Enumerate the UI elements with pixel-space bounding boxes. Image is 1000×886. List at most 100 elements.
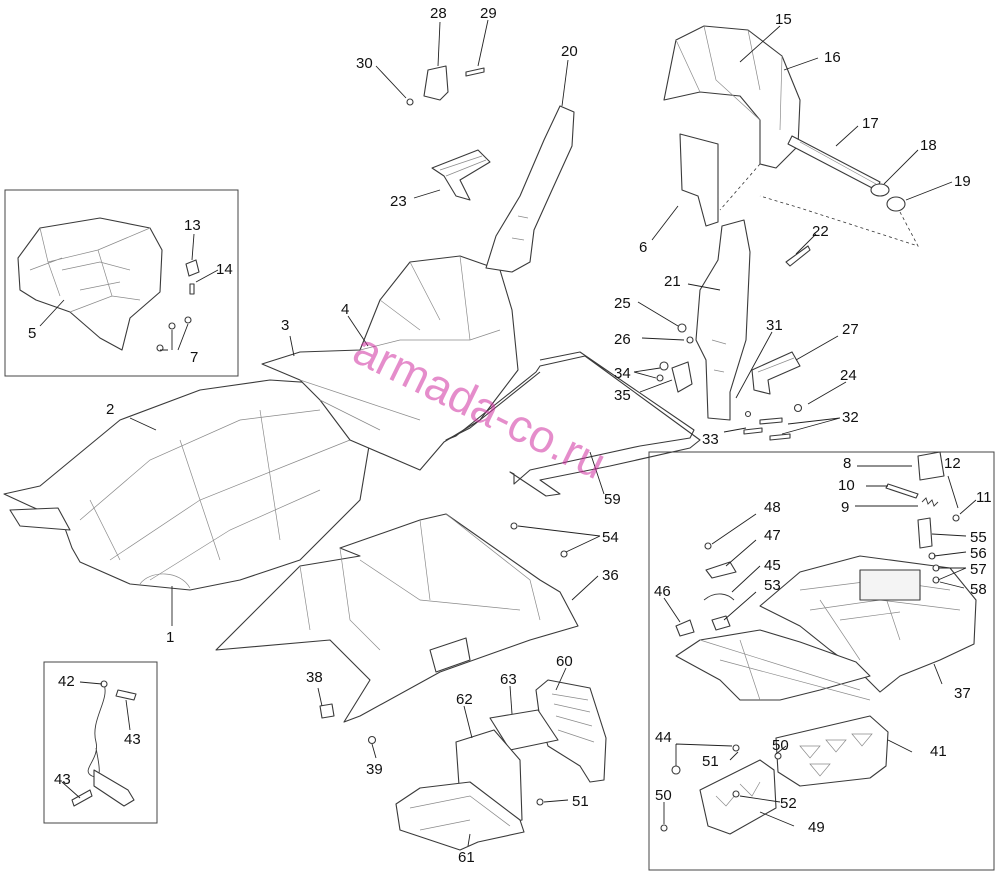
handle-27 (751, 351, 801, 395)
part-label-62: 62 (456, 691, 473, 708)
tray-61 (395, 781, 525, 851)
bolts-32-33 (743, 410, 791, 441)
part-label-60: 60 (556, 653, 573, 670)
part-label-29: 29 (480, 5, 497, 22)
handle-23 (431, 149, 491, 201)
passenger-seat (261, 255, 519, 471)
fastener-13 (185, 259, 200, 277)
part-label-27: 27 (842, 321, 859, 338)
part-label-10: 10 (838, 477, 855, 494)
inset-box-cable (43, 661, 158, 824)
washer-18 (870, 183, 890, 197)
part-label-18: 18 (920, 137, 937, 154)
part-label-31: 31 (766, 317, 783, 334)
dashed-guide-17 (719, 163, 919, 247)
part-label-36: 36 (602, 567, 619, 584)
part-label-50: 50 (655, 787, 672, 804)
part-label-58: 58 (970, 581, 987, 598)
part-label-3: 3 (281, 317, 289, 334)
part-label-20: 20 (561, 43, 578, 60)
part-label-52: 52 (780, 795, 797, 812)
part-47 (705, 561, 737, 579)
inset-box-storage-tray (4, 189, 239, 377)
part-label-13: 13 (184, 217, 201, 234)
pin-29 (465, 67, 485, 77)
part-label-35: 35 (614, 387, 631, 404)
seat-base-37 (759, 555, 977, 693)
storage-tray-part (17, 217, 163, 351)
hinge-8 (917, 451, 945, 481)
part-label-45: 45 (764, 557, 781, 574)
part-label-46: 46 (654, 583, 671, 600)
part-label-22: 22 (812, 223, 829, 240)
screw-51a (536, 798, 544, 806)
part-label-11: 11 (976, 489, 992, 506)
part-label-47: 47 (764, 527, 781, 544)
parts-56-58 (928, 552, 940, 584)
part-label-50-2: 50 (772, 737, 789, 754)
part-label-33: 33 (702, 431, 719, 448)
part-label-8: 8 (843, 455, 851, 472)
part-label-34: 34 (614, 365, 631, 382)
bolt-22 (785, 245, 811, 267)
part-label-63: 63 (500, 671, 517, 688)
part-label-54: 54 (602, 529, 619, 546)
inset-box-seat-base (648, 451, 995, 871)
part-45 (703, 593, 735, 601)
part-34 (656, 361, 669, 382)
part-26 (686, 336, 694, 344)
part-label-55: 55 (970, 529, 987, 546)
part-25 (677, 323, 687, 333)
part-label-39: 39 (366, 761, 383, 778)
part-label-4: 4 (341, 301, 349, 318)
pad-63 (489, 709, 559, 751)
part-label-61: 61 (458, 849, 475, 866)
screw-24 (793, 403, 803, 413)
seat-cushion (3, 379, 371, 591)
cable-42 (87, 680, 135, 807)
part-label-43: 43 (124, 731, 141, 748)
part-46 (675, 619, 695, 637)
fastener-7b (184, 316, 192, 324)
part-label-44: 44 (655, 729, 672, 746)
part-label-26: 26 (614, 331, 631, 348)
connector-43b (71, 789, 93, 807)
part-label-2: 2 (106, 401, 114, 418)
fastener-38 (319, 703, 335, 719)
part-number-labels: 1234567891011121314151617181920212223242… (28, 5, 992, 866)
screw-30 (406, 98, 414, 106)
part-label-7: 7 (190, 349, 198, 366)
part-11 (952, 514, 960, 522)
part-label-14: 14 (216, 261, 233, 278)
part-label-15: 15 (775, 11, 792, 28)
part-label-24: 24 (840, 367, 857, 384)
part-label-5: 5 (28, 325, 36, 342)
part-label-6: 6 (639, 239, 647, 256)
bracket-20 (485, 105, 575, 273)
part-label-42: 42 (58, 673, 75, 690)
part-53 (711, 615, 731, 631)
clip-28 (423, 65, 449, 101)
fastener-7a (168, 322, 176, 330)
connector-43a (115, 689, 137, 701)
part-label-38: 38 (306, 669, 323, 686)
spring-9 (921, 497, 939, 507)
nut-19 (886, 196, 906, 212)
part-50 (660, 752, 782, 832)
fastener-7c (156, 344, 164, 352)
part-label-28: 28 (430, 5, 447, 22)
part-label-59: 59 (604, 491, 621, 508)
wire-frame-59 (445, 351, 701, 497)
latch-35 (671, 361, 693, 393)
part-label-41: 41 (930, 743, 947, 760)
fastener-14 (189, 283, 195, 295)
part-55 (917, 517, 933, 549)
part-label-51-2: 51 (572, 793, 589, 810)
leader-lines (39, 19, 977, 847)
part-label-23: 23 (390, 193, 407, 210)
part-label-53: 53 (764, 577, 781, 594)
part-label-32: 32 (842, 409, 859, 426)
part-label-37: 37 (954, 685, 971, 702)
plate-49 (699, 759, 777, 835)
part-48 (704, 542, 712, 550)
